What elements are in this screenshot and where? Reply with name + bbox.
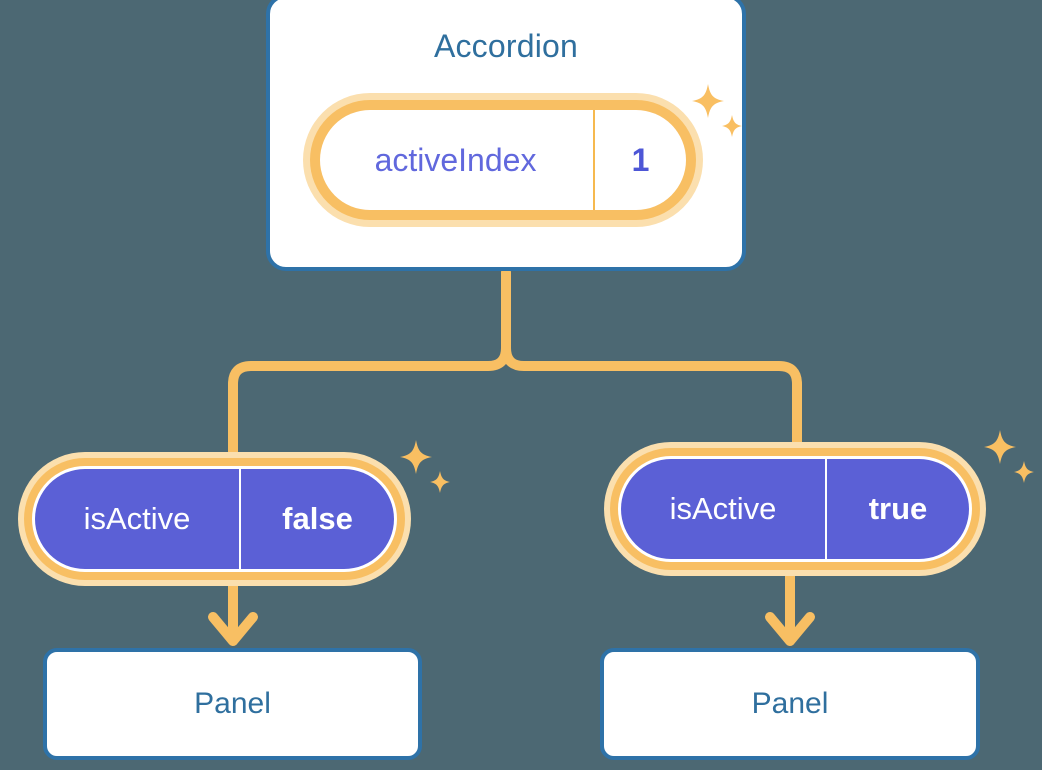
pill-body: activeIndex 1 xyxy=(320,110,686,210)
arrow-down-icon xyxy=(765,571,815,646)
pill-body: isActive true xyxy=(621,459,969,559)
branch-connector-icon xyxy=(228,267,802,457)
state-value-label: 1 xyxy=(631,141,650,178)
state-value-label: false xyxy=(282,501,353,536)
state-key-label: isActive xyxy=(621,459,827,559)
node-card-panel-right[interactable]: Panel xyxy=(600,648,980,760)
pill-body: isActive false xyxy=(35,469,394,569)
state-pill-isactive-false[interactable]: isActive false xyxy=(18,452,411,586)
node-title: Panel xyxy=(751,687,829,720)
node-title: Panel xyxy=(194,687,271,720)
node-card-panel-left[interactable]: Panel xyxy=(43,648,422,760)
state-pill-activeindex[interactable]: activeIndex 1 xyxy=(303,93,703,227)
state-key-label: isActive xyxy=(35,469,241,569)
state-pill-isactive-true[interactable]: isActive true xyxy=(604,442,986,576)
state-key-label: activeIndex xyxy=(320,110,595,210)
state-value-label: true xyxy=(868,491,928,526)
page-title: Accordion xyxy=(433,28,579,64)
arrow-down-icon xyxy=(208,581,258,646)
